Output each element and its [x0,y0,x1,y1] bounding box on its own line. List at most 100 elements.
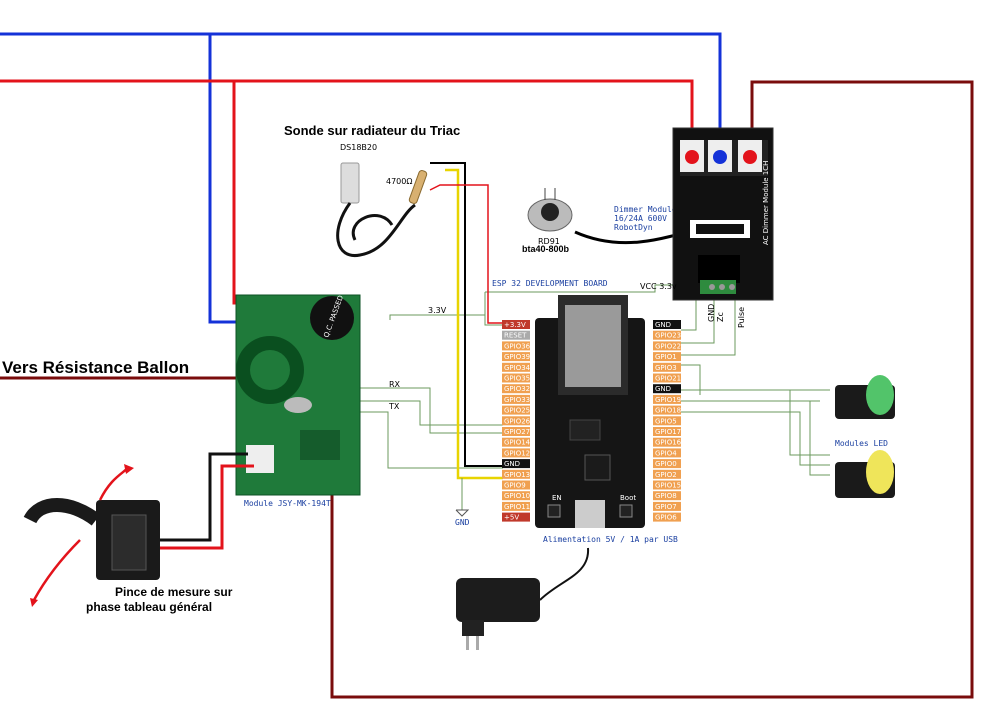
dimmer-label-3: RobotDyn [614,223,653,232]
esp-pin-left-label: GPIO39 [504,353,530,361]
esp-pin-right-box [653,427,681,436]
esp-pin-left-box [502,512,530,522]
triac-ref: bta40-800b [522,244,570,254]
esp-pin-left-box [502,469,530,479]
esp-pin-left-label: GPIO9 [504,482,526,490]
esp-pin-right-label: GND [655,321,671,329]
esp-pin-right-box [653,394,681,404]
esp-title: ESP 32 DEVELOPMENT BOARD [492,279,608,288]
esp-pin-right-label: GPIO8 [655,492,677,500]
esp-pin-left-box [502,437,530,447]
esp-pin-left-label: GPIO11 [504,503,530,511]
triac-model: RD91 [538,237,560,246]
neutral-wire [0,32,722,324]
esp-pin-right-box [653,501,681,511]
esp-pin-left-box [502,373,530,383]
probe-wire-yellow [445,168,503,480]
usb-power-supply [456,547,590,650]
vcc-label: VCC 3.3v [640,282,677,291]
esp-pin-left-label: GPIO33 [504,396,530,404]
led-module-green [835,375,895,419]
probe-wire-red [429,184,503,324]
esp-pin-right-label: GPIO15 [655,482,681,490]
esp-pin-left-label: GPIO14 [504,439,531,447]
esp-pin-right-label: GPIO2 [655,471,677,479]
esp-pin-right-box [653,480,681,490]
esp-pins-left: +3.3VRESETGPIO36GPIO39GPIO34GPIO35GPIO32… [502,320,531,522]
esp-pin-left-label: +5V [504,514,519,522]
dimmer-label-1: Dimmer Module [614,205,677,214]
esp-pin-left-label: GND [504,460,520,468]
current-clamp [23,452,254,607]
esp-pin-left-box [502,416,530,426]
led-module-yellow [835,450,895,498]
probe-wire-black [430,162,503,467]
rx-label: RX [389,380,401,389]
esp-pin-right-box [653,469,681,479]
esp-pin-right-label: GPIO7 [655,503,677,511]
esp-pin-right-box [653,320,681,329]
esp-pin-left-box [502,394,530,404]
esp-pin-right-label: GPIO19 [655,396,681,404]
esp-pin-left-box [502,501,530,511]
esp-pin-left-box [502,427,530,436]
esp-pin-right-label: GPIO1 [655,353,677,361]
triac-icon [527,188,573,232]
esp-pin-left-label: +3.3V [504,321,526,329]
esp-pin-left-box [502,352,530,362]
esp-pin-right-box [653,512,681,522]
esp-pin-left-box [502,362,530,372]
signal-wires [360,284,830,476]
dimmer-zc-label: Zc [716,312,725,322]
esp-pin-right-box [653,437,681,447]
esp-pin-left-label: GPIO32 [504,385,530,393]
esp-pin-right-label: GPIO21 [655,375,681,383]
dimmer-label-2: 16/24A 600V [614,214,667,223]
esp-pin-left-box [502,384,530,394]
esp-pin-right-label: GPIO17 [655,428,681,436]
sonde-title: Sonde sur radiateur du Triac [284,123,460,138]
esp-pin-left-label: GPIO25 [504,407,530,415]
esp-pin-right-box [653,491,681,501]
esp-pin-right-label: GPIO16 [655,439,682,447]
esp32-board [535,295,645,528]
gnd-ground-label: GND [455,518,470,527]
esp-pin-left-box [502,341,530,351]
tx-label: TX [388,402,400,411]
esp-pin-left-label: GPIO13 [504,471,530,479]
gnd-symbol [455,509,470,517]
esp-pin-left-label: RESET [504,332,527,340]
esp-pin-left-label: GPIO26 [504,417,531,425]
esp-pin-right-box [653,384,681,394]
esp-pin-left-label: GPIO35 [504,375,530,383]
esp-pin-right-box [653,362,681,372]
esp-pin-left-label: GPIO10 [504,492,530,500]
esp-pin-right-label: GND [655,385,671,393]
jsy-module [235,294,361,496]
boot-label: Boot [620,494,636,502]
led-modules-label: Modules LED [835,439,888,448]
esp-pin-left-box [502,405,530,415]
temperature-probe [336,162,428,257]
esp-pin-right-label: GPIO5 [655,417,677,425]
esp-pin-right-label: GPIO4 [655,449,677,457]
esp-pin-right-box [653,373,681,383]
alim-label: Alimentation 5V / 1A par USB [543,535,678,544]
esp-pin-left-box [502,491,530,501]
esp-pin-right-label: GPIO22 [655,342,681,350]
esp-pin-right-label: GPIO0 [655,460,677,468]
pince-label-2: phase tableau général [86,600,212,614]
esp-pin-right-label: GPIO3 [655,364,677,372]
esp-pin-right-box [653,416,681,426]
esp-pin-right-box [653,330,681,340]
dimmer-gnd-label: GND [707,304,716,322]
v33-label: 3.3V [428,306,447,315]
esp-pin-left-box [502,459,530,469]
esp-pin-left-label: GPIO34 [504,364,531,372]
resistance-label: Vers Résistance Ballon [2,358,189,377]
pince-label-1: Pince de mesure sur [115,585,233,599]
en-label: EN [552,494,562,502]
dimmer-module [672,127,774,301]
esp-pin-right-box [653,341,681,351]
esp-pin-right-box [653,405,681,415]
